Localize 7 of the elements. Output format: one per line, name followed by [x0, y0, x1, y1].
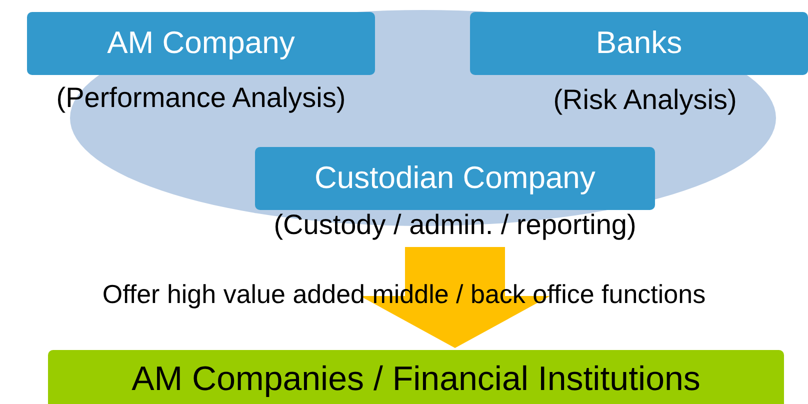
edge-label: Offer high value added middle / back office functions: [102, 278, 706, 310]
process-box: AM Company: [27, 12, 375, 75]
node-label: (Performance Analysis): [56, 82, 346, 114]
node-label: (Risk Analysis): [553, 84, 737, 116]
node-label: (Custody / admin. / reporting): [274, 209, 636, 241]
process-box: AM Companies / Financial Institutions: [48, 350, 784, 404]
process-box: Banks: [470, 12, 808, 75]
